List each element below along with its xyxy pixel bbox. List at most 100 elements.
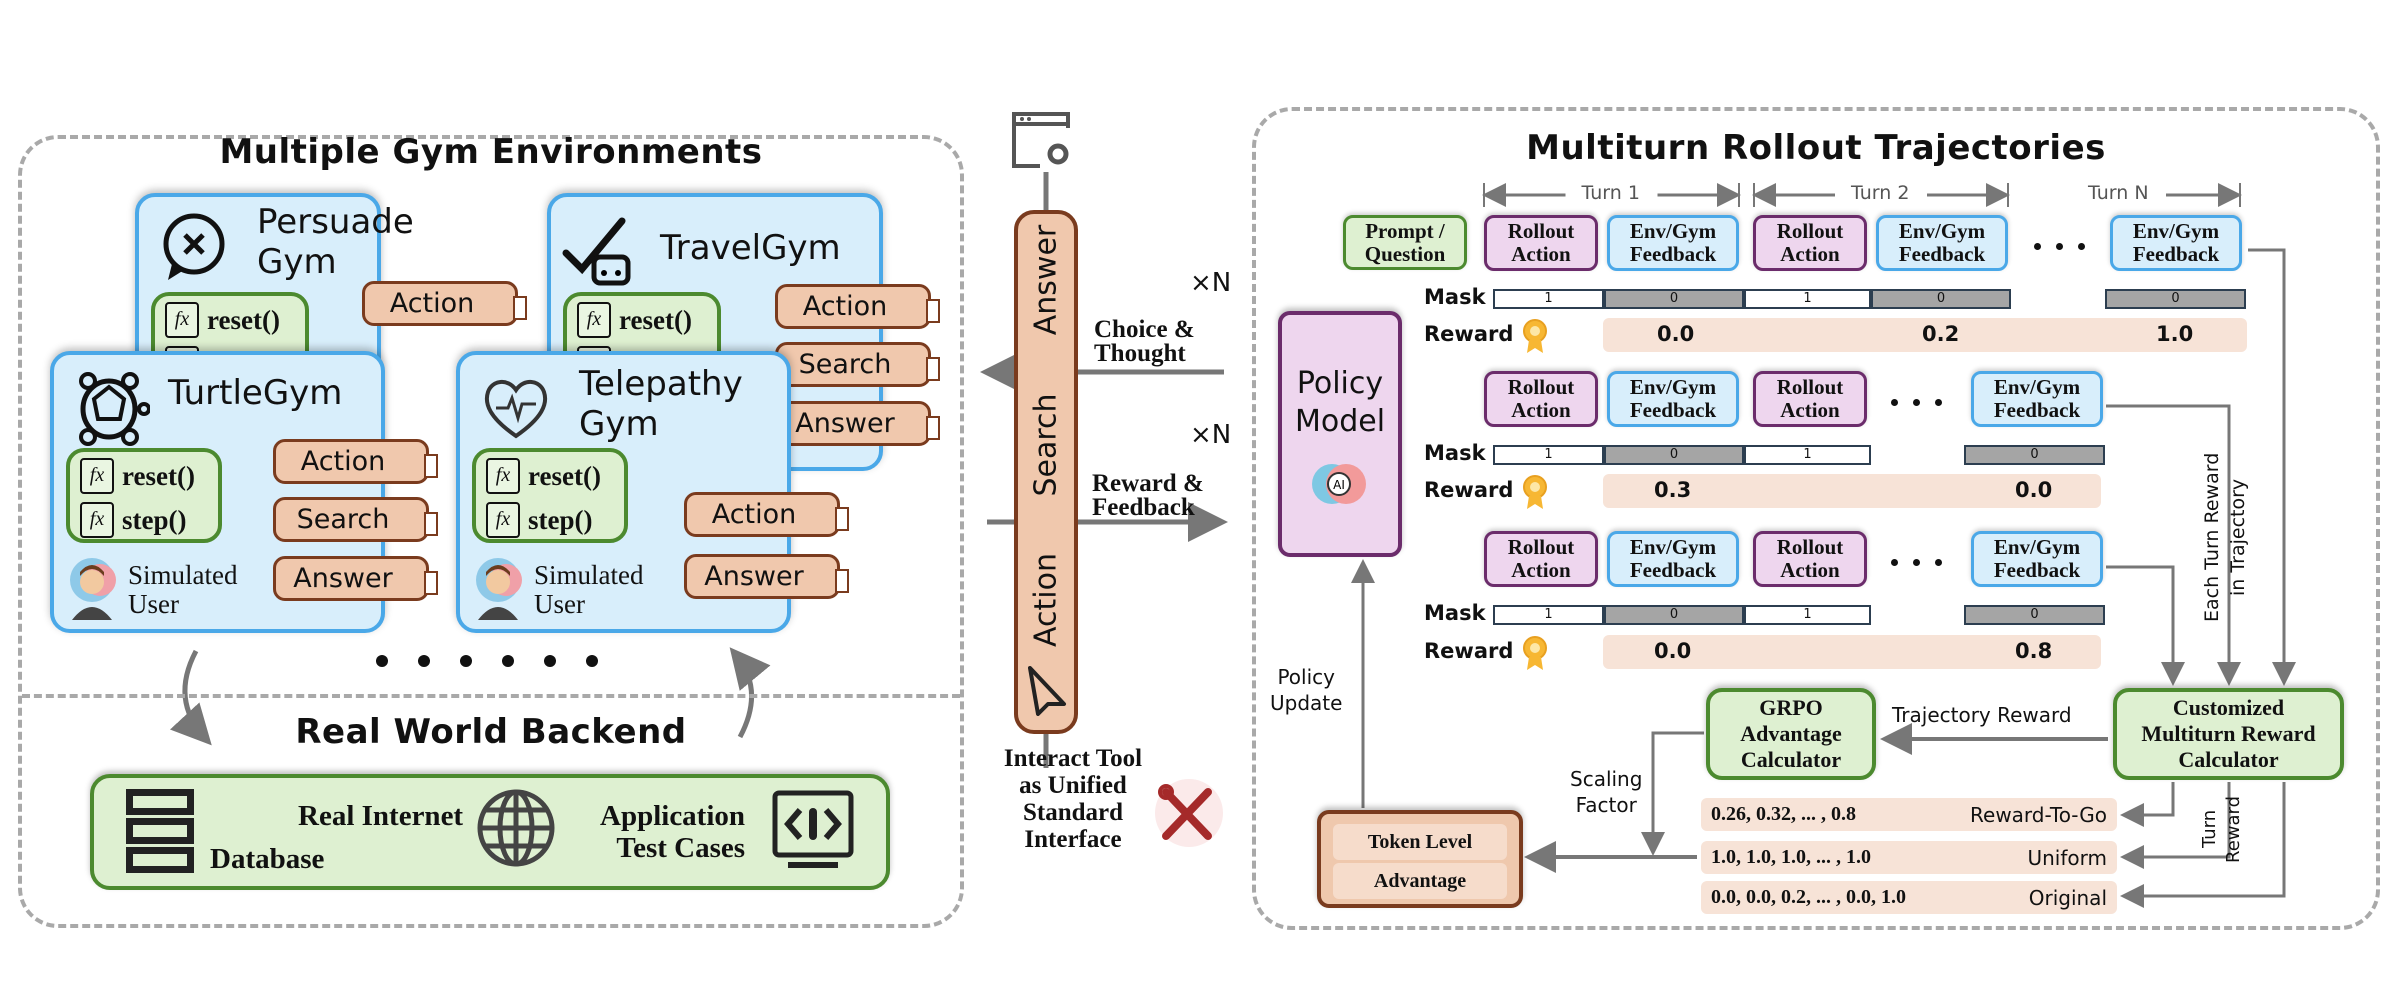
medal-icon: [1523, 475, 1547, 509]
uniform-arrow: [2120, 782, 2231, 869]
tool-chip-search[interactable]: Search: [273, 497, 438, 542]
function-icon: fx: [486, 502, 520, 538]
ellipsis-dot: [2056, 243, 2063, 250]
function-step: fx step(): [70, 498, 218, 539]
ellipsis-dot: [2034, 243, 2041, 250]
function-name: reset(): [122, 460, 195, 491]
reward-label: Reward: [1424, 639, 1514, 663]
mask-segment: 0: [1604, 605, 1744, 625]
ai-brain-icon: AI: [1312, 464, 1366, 504]
gym-name-line: Gym: [579, 404, 659, 444]
user-label-line: Simulated: [128, 560, 238, 590]
mask-segment: 0: [2105, 289, 2246, 309]
box-line: Rollout: [1507, 219, 1575, 243]
reward-bar: [1603, 318, 2247, 352]
rollout-panel: [1252, 107, 2380, 930]
function-name: reset(): [207, 304, 280, 335]
gym-name: TurtleGym: [168, 373, 342, 413]
mask-segment: 1: [1744, 289, 1871, 309]
code-monitor-icon: [772, 790, 854, 868]
interface-line: as Unified: [1019, 772, 1127, 799]
reward-value: 0.0: [1657, 322, 1695, 346]
box-line: Action: [1780, 558, 1840, 582]
function-name: step(): [122, 504, 187, 535]
box-line: Rollout: [1776, 219, 1844, 243]
interface-bar-label-answer[interactable]: Answer: [1028, 224, 1064, 336]
interface-line: Standard: [1022, 799, 1124, 826]
box-line: Feedback: [1993, 558, 2081, 582]
box-line: Feedback: [1629, 242, 1717, 266]
tool-chip-answer[interactable]: Answer: [684, 554, 849, 599]
tool-chip-answer[interactable]: Answer: [775, 401, 940, 446]
tool-chip-answer[interactable]: Answer: [273, 556, 438, 601]
grpo-line: GRPO: [1759, 695, 1823, 720]
mask-label: Mask: [1424, 441, 1486, 465]
mask-segment: 0: [1604, 445, 1744, 465]
row3-to-calculator: [2106, 565, 2185, 686]
function-icon: fx: [80, 502, 114, 538]
interface-bar-label-search[interactable]: Search: [1028, 393, 1064, 497]
function-name: reset(): [528, 460, 601, 491]
policy-update-line: Update: [1270, 691, 1343, 715]
mask-segment: 1: [1493, 289, 1604, 309]
box-line: Prompt /: [1365, 218, 1445, 243]
grpo-line: Calculator: [1740, 747, 1842, 772]
unified-interface-bar[interactable]: [1014, 210, 1078, 734]
box-line: Rollout: [1776, 375, 1844, 399]
mask-label: Mask: [1424, 285, 1486, 309]
travel-icon: [562, 217, 631, 286]
database-icon: [126, 789, 194, 873]
tool-chip-action[interactable]: Action: [684, 492, 849, 537]
reward-bar: [1603, 635, 2101, 669]
box-line: Feedback: [1898, 242, 1986, 266]
interface-bar-label-action[interactable]: Action: [1028, 553, 1064, 647]
reward-line: Reward &: [1092, 470, 1204, 497]
grpo-line: Advantage: [1740, 721, 1842, 746]
reward-label: Reward: [1424, 478, 1514, 502]
gym-name-line: TurtleGym: [168, 373, 343, 413]
tool-chip-action[interactable]: Action: [362, 281, 527, 326]
custom-calc-line: Calculator: [2178, 747, 2279, 772]
tool-chip-action[interactable]: Action: [273, 439, 438, 484]
function-icon: fx: [486, 458, 520, 494]
ellipsis-dot: [418, 655, 430, 667]
left-panel-title: Multiple Gym Environments: [219, 132, 763, 172]
scaling-factor-arrow: [1641, 731, 1704, 856]
row1-to-calculator: [2248, 248, 2296, 686]
globe-icon: [477, 789, 555, 867]
box-line: Feedback: [1629, 398, 1717, 422]
ellipsis-dot: [1891, 399, 1898, 406]
reward-label: Reward: [1424, 322, 1514, 346]
tool-chip-search[interactable]: Search: [775, 342, 940, 387]
reward-value: 0.0: [1654, 639, 1692, 663]
choice-line: Thought: [1094, 340, 1186, 367]
reward-to-go-arrow: [2120, 782, 2175, 827]
tool-chip-action[interactable]: Action: [775, 284, 940, 329]
box-line: Env/Gym: [2132, 219, 2220, 243]
